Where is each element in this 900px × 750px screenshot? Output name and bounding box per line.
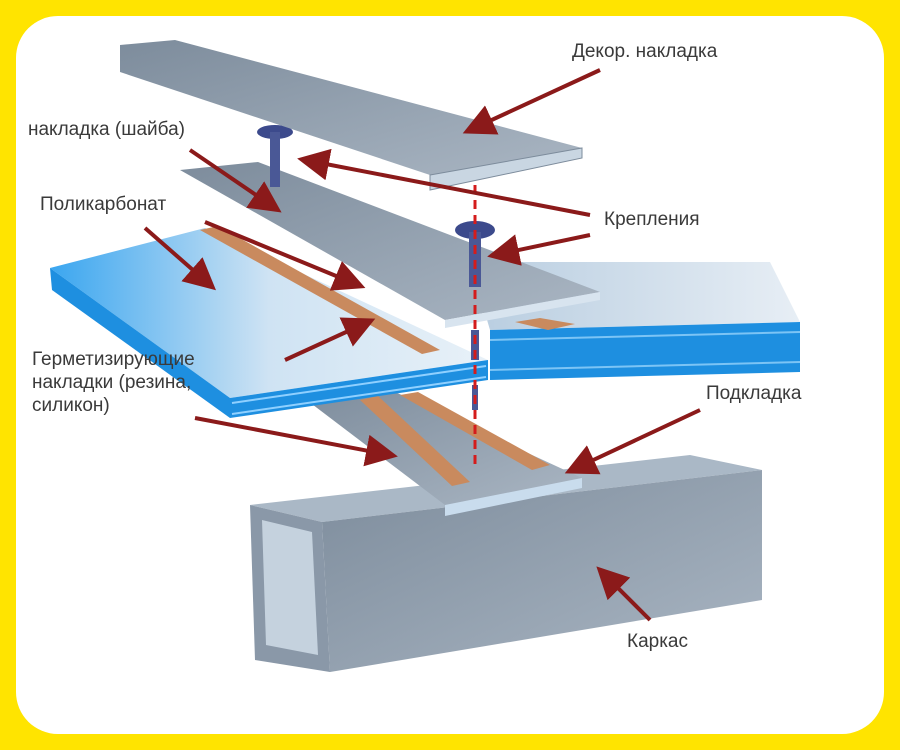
washer-strip	[180, 162, 600, 328]
label-sealing-line1: Герметизирующие	[32, 349, 195, 370]
screw-left	[257, 125, 293, 187]
label-frame: Каркас	[627, 631, 688, 652]
label-underlay: Подкладка	[706, 383, 802, 404]
label-sealing: Герметизирующие накладки (резина, силико…	[32, 348, 195, 417]
label-washer: накладка (шайба)	[28, 119, 185, 140]
polycarbonate-sheet-left	[50, 226, 488, 418]
label-polycarbonate: Поликарбонат	[40, 194, 167, 215]
label-fasteners: Крепления	[604, 209, 700, 230]
arrows	[143, 68, 701, 622]
label-decor-cap: Декор. накладка	[572, 41, 718, 62]
label-sealing-line2: накладки (резина,	[32, 372, 192, 393]
label-sealing-line3: силикон)	[32, 395, 110, 416]
